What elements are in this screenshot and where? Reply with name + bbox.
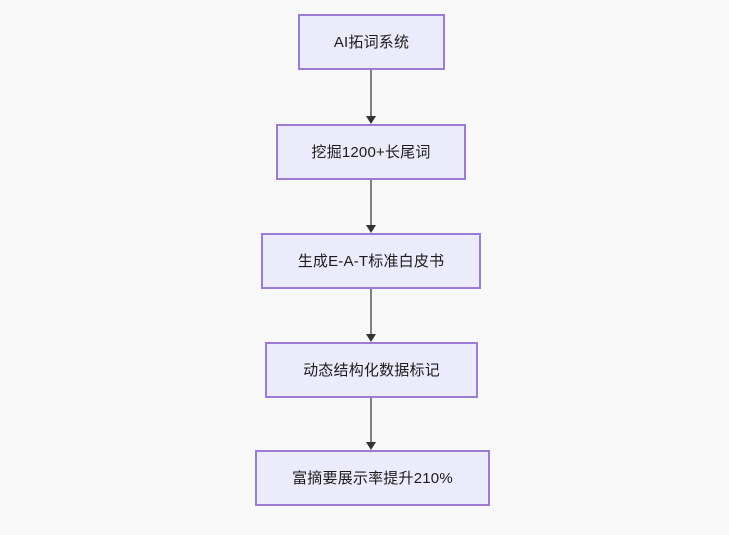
arrowhead-icon: [366, 225, 376, 233]
arrowhead-icon: [366, 442, 376, 450]
edge-line: [370, 289, 372, 335]
arrowhead-icon: [366, 116, 376, 124]
flow-node-label: 动态结构化数据标记: [303, 361, 440, 379]
flow-node-label: AI拓词系统: [333, 33, 410, 51]
flow-node-rich-snippet-impression-lift[interactable]: 富摘要展示率提升210%: [255, 450, 490, 506]
edge-line: [370, 397, 372, 443]
flow-edge-4: [365, 397, 377, 450]
flow-edge-1: [365, 70, 377, 124]
edge-line: [370, 70, 372, 117]
flow-node-label: 生成E-A-T标准白皮书: [297, 252, 445, 270]
flow-edge-3: [365, 289, 377, 342]
flow-edge-2: [365, 180, 377, 233]
flow-node-generate-eat-whitepaper[interactable]: 生成E-A-T标准白皮书: [261, 233, 481, 289]
arrowhead-icon: [366, 334, 376, 342]
flow-node-label: 富摘要展示率提升210%: [292, 469, 453, 487]
edge-line: [370, 180, 372, 226]
flow-node-mine-longtail-keywords[interactable]: 挖掘1200+长尾词: [276, 124, 466, 180]
flow-node-ai-keyword-system[interactable]: AI拓词系统: [298, 14, 445, 70]
flow-node-dynamic-structured-data-markup[interactable]: 动态结构化数据标记: [265, 342, 478, 398]
flow-node-label: 挖掘1200+长尾词: [311, 143, 431, 161]
